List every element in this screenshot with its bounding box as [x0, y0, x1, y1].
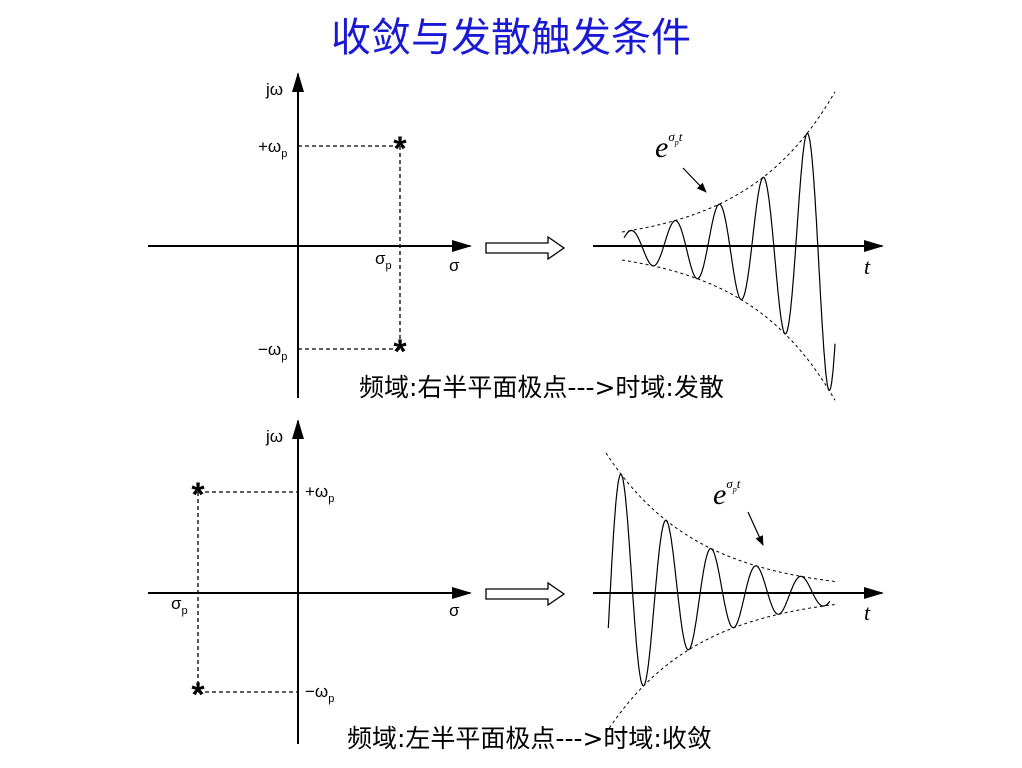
- bottom-pole-real-label: σp: [171, 594, 188, 617]
- bottom-oscillation: [607, 473, 831, 687]
- bottom-jw-label: jω: [265, 427, 283, 446]
- top-pole-upper: *: [393, 130, 407, 168]
- top-t-label: t: [864, 254, 871, 279]
- bottom-envelope-lower: [605, 604, 836, 734]
- caption-top: 频域:右半平面极点--->时域:发散: [359, 373, 724, 402]
- top-jw-label: jω: [265, 80, 283, 99]
- top-pole-lower: *: [393, 333, 407, 371]
- top-time-plot: t eσpt: [593, 91, 884, 401]
- top-pole-real-label: σp: [375, 249, 392, 272]
- bottom-pole-upper: *: [191, 476, 205, 514]
- bottom-pole-lower: *: [191, 676, 205, 714]
- top-pos-freq-label: +ωp: [258, 137, 287, 160]
- bottom-envelope-label: eσpt: [713, 476, 741, 511]
- top-oscillation: [623, 132, 836, 391]
- bottom-envelope-pointer: [747, 511, 764, 546]
- top-envelope-pointer: [682, 167, 707, 193]
- bottom-time-plot: t eσpt: [593, 452, 884, 734]
- bottom-envelope-upper: [605, 452, 836, 582]
- top-sigma-label: σ: [449, 256, 460, 275]
- bottom-s-plane: jω σ +ωp −ωp σp * *: [148, 419, 472, 744]
- caption-bottom: 频域:左半平面极点--->时域:收敛: [347, 724, 712, 753]
- top-neg-freq-label: −ωp: [258, 340, 287, 363]
- bottom-sigma-label: σ: [449, 601, 460, 620]
- top-implication-arrow: [485, 235, 566, 261]
- bottom-neg-freq-label: −ωp: [305, 682, 334, 705]
- top-envelope-label: eσpt: [655, 129, 683, 164]
- top-envelope-upper: [621, 91, 836, 233]
- top-envelope-lower: [621, 259, 836, 401]
- top-s-plane: jω σ +ωp −ωp σp * *: [148, 72, 472, 398]
- slide-title: 收敛与发散触发条件: [331, 15, 691, 61]
- bottom-pos-freq-label: +ωp: [305, 482, 334, 505]
- bottom-t-label: t: [864, 600, 871, 625]
- bottom-implication-arrow: [485, 581, 566, 607]
